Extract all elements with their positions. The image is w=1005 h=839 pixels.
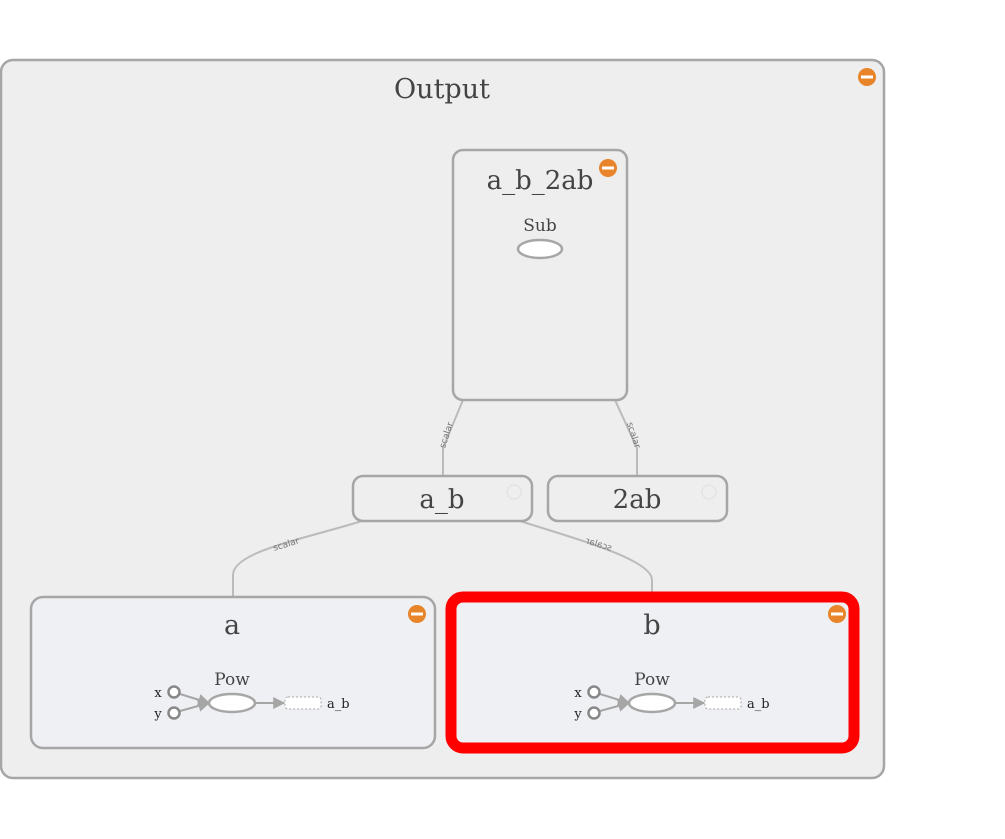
node-a-b[interactable]: a_b [351, 474, 534, 523]
a-b-2ab-collapse-icon[interactable] [599, 159, 617, 177]
a-title: a [224, 610, 240, 641]
a-port-y-label: y [153, 707, 162, 722]
node-a-b-2ab[interactable]: a_b_2ab Sub [451, 148, 629, 402]
sub-op-node[interactable] [516, 238, 564, 260]
b-port-y-node[interactable] [587, 706, 601, 720]
two-ab-expand-icon[interactable] [701, 484, 717, 500]
a-b-title: a_b [419, 485, 464, 515]
output-collapse-icon[interactable] [858, 68, 876, 86]
b-collapse-icon[interactable] [828, 605, 846, 623]
sub-op-label: Sub [523, 216, 557, 236]
b-output-bridge-node[interactable] [704, 696, 742, 710]
a-pow-op-node[interactable] [207, 692, 257, 714]
node-b[interactable]: b Pow x y a_b [445, 591, 860, 754]
a-port-x-label: x [154, 686, 162, 701]
two-ab-title: 2ab [613, 485, 662, 515]
edge-ab-to-a [232, 520, 363, 597]
a-port-x-node[interactable] [167, 685, 181, 699]
edge-ab-to-b [519, 520, 653, 597]
output-title: Output [394, 74, 490, 105]
a-b-2ab-title: a_b_2ab [487, 166, 594, 196]
a-port-y-node[interactable] [167, 706, 181, 720]
a-pow-op-label: Pow [214, 670, 250, 690]
node-a[interactable]: a Pow x y a_b [29, 595, 437, 750]
a-b-expand-icon[interactable] [506, 484, 522, 500]
node-2ab[interactable]: 2ab [546, 474, 729, 523]
b-output-label: a_b [747, 697, 770, 712]
b-title: b [643, 610, 660, 641]
b-pow-op-node[interactable] [627, 692, 677, 714]
a-output-bridge-node[interactable] [284, 696, 322, 710]
b-pow-op-label: Pow [634, 670, 670, 690]
b-port-x-node[interactable] [587, 685, 601, 699]
b-port-y-label: y [573, 707, 582, 722]
selection-highlight [445, 591, 860, 754]
a-output-label: a_b [327, 697, 350, 712]
b-port-x-label: x [574, 686, 582, 701]
a-collapse-icon[interactable] [408, 605, 426, 623]
